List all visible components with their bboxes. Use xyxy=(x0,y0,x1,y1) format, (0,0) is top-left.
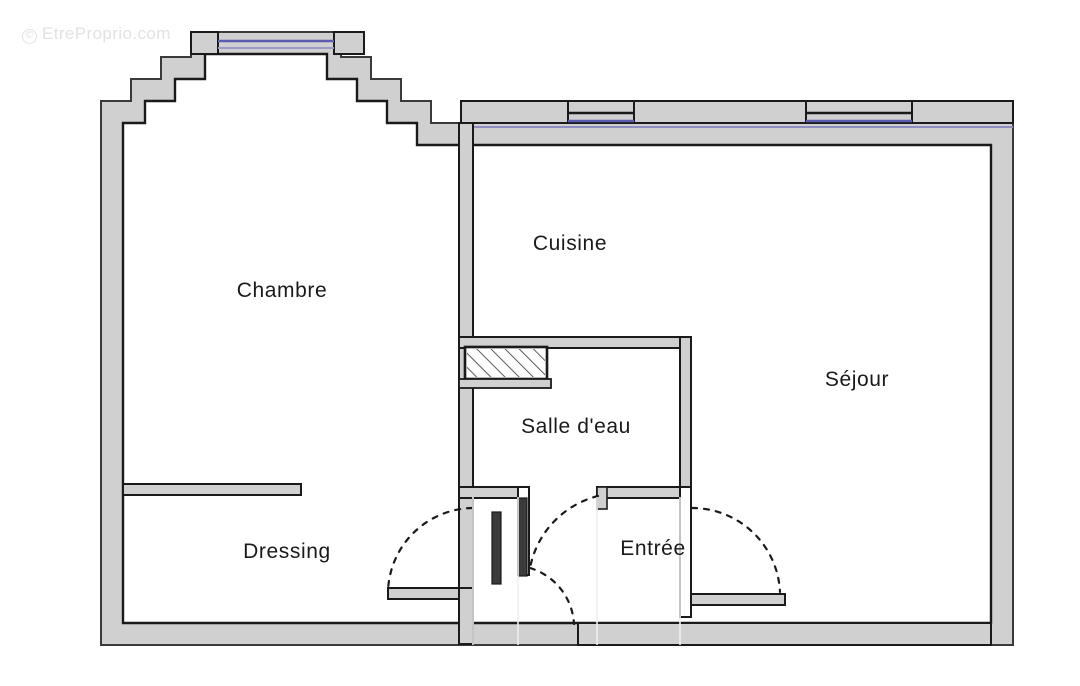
door-arc-dressing xyxy=(386,506,474,594)
partition-salle-eau-east xyxy=(679,336,692,501)
north-wall-chambre-piers xyxy=(190,31,365,55)
window-sejour-north-2 xyxy=(806,111,912,123)
door-arc-salle-eau xyxy=(528,566,576,626)
copyright-icon: © xyxy=(22,29,37,44)
wall-dressing-south-stub xyxy=(387,587,474,645)
room-label-entree: Entrée xyxy=(620,537,686,560)
window-sejour-north-1 xyxy=(568,111,634,123)
room-label-dressing: Dressing xyxy=(243,540,331,563)
threshold-guides xyxy=(472,497,681,645)
room-label-chambre: Chambre xyxy=(236,279,328,302)
watermark-text: EtreProprio.com xyxy=(42,24,171,43)
door-arc-entree-west xyxy=(528,494,600,570)
door-leaf-dressing xyxy=(491,511,502,585)
window-chambre-north xyxy=(218,39,334,49)
wall-dressing-north-stub xyxy=(122,483,302,496)
room-label-salle-eau: Salle d'eau xyxy=(521,415,631,438)
watermark: © EtreProprio.com xyxy=(22,24,171,44)
room-label-sejour: Séjour xyxy=(824,368,890,391)
door-leaf-salle-eau xyxy=(517,497,528,577)
north-wall-sejour-segment xyxy=(460,100,1014,124)
wall-entree-south-threshold xyxy=(577,622,992,646)
room-label-cuisine: Cuisine xyxy=(532,232,608,255)
placard-hatched-fixture xyxy=(458,345,552,389)
door-arc-entree-east xyxy=(690,506,782,594)
